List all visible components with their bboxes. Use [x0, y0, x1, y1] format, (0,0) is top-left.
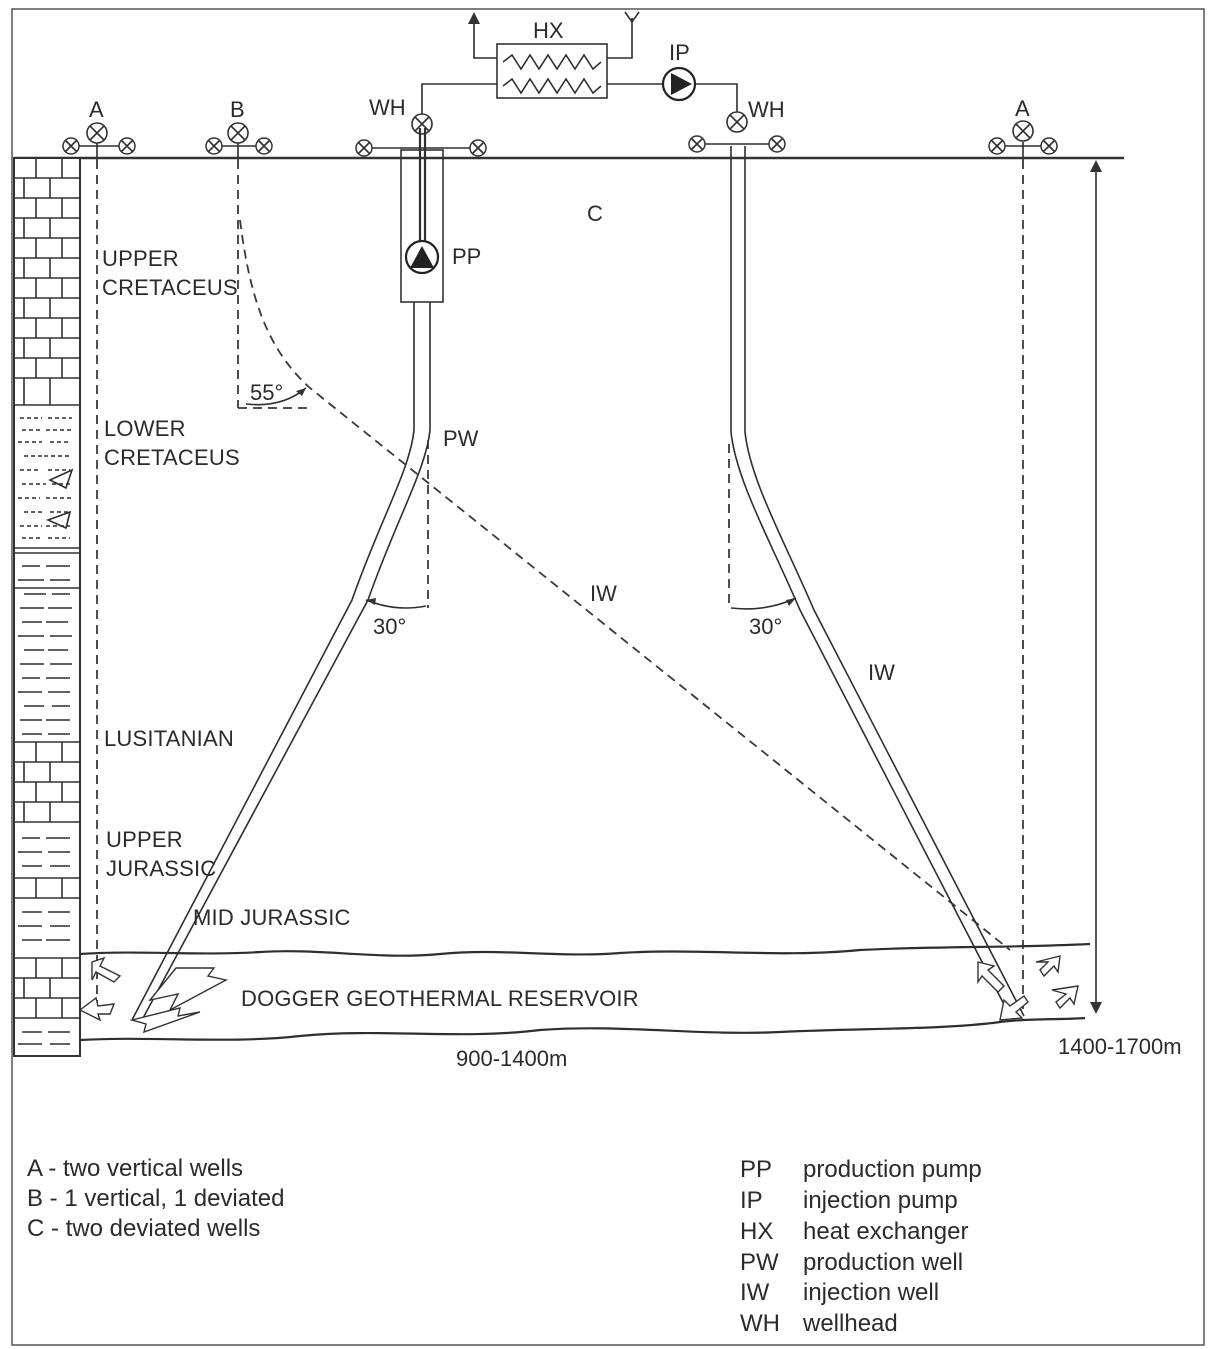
legend-abbr: WH — [740, 1310, 780, 1337]
ip-label: IP — [669, 40, 690, 65]
legend-abbr: IW — [740, 1279, 770, 1306]
injection-well-center-label: IW — [590, 581, 617, 606]
legend-scheme-b: B - 1 vertical, 1 deviated — [27, 1185, 284, 1212]
lower-cretaceous-label-1: LOWER — [104, 416, 186, 441]
legend-text: injection well — [803, 1279, 939, 1306]
legend-abbreviations: PP production pump IP injection pump HX … — [740, 1156, 982, 1337]
depth-range-label: 1400-1700m — [1058, 1034, 1182, 1059]
production-pump-label: PP — [452, 244, 481, 269]
vent-inlet-icon — [624, 11, 640, 24]
legend-text: injection pump — [803, 1187, 958, 1214]
valve-icon — [255, 137, 273, 155]
shale-pattern — [14, 565, 80, 743]
production-pump-icon — [404, 239, 440, 275]
scheme-c-label: C — [587, 201, 603, 226]
wellhead-right-label: WH — [748, 97, 785, 122]
valve-icon — [227, 122, 249, 144]
valve-icon — [1040, 137, 1058, 155]
valve-icon — [768, 135, 786, 153]
angle-30-right-label: 30° — [749, 614, 782, 639]
production-well-label: PW — [443, 426, 479, 451]
valve-icon — [355, 139, 373, 157]
legend-schemes: A - two vertical wells B - 1 vertical, 1… — [27, 1155, 284, 1242]
valve-icon — [726, 111, 748, 133]
wellhead-injection-valves — [688, 111, 786, 153]
valve-icon — [411, 113, 433, 135]
valve-icon — [86, 122, 108, 144]
valve-icon — [205, 137, 223, 155]
legend-scheme-a: A - two vertical wells — [27, 1155, 243, 1182]
valve-icon — [1012, 120, 1034, 142]
limestone-pattern — [14, 742, 80, 1045]
figure-frame — [11, 8, 1205, 1346]
well-a-right-valves — [988, 120, 1058, 160]
stratigraphic-column — [13, 157, 81, 1057]
hx-label: HX — [533, 18, 564, 43]
upper-jurassic-label-1: UPPER — [106, 827, 183, 852]
wellhead-production-valves — [355, 113, 487, 157]
well-b-valves — [205, 122, 273, 160]
lusitanian-label: LUSITANIAN — [104, 726, 234, 751]
well-a-right-label: A — [1015, 96, 1030, 121]
injection-well-right-label: IW — [868, 660, 895, 685]
angle-55-label: 55° — [250, 380, 283, 405]
upper-cretaceous-label-2: CRETACEUS — [102, 275, 238, 300]
well-b-deviated — [239, 219, 1011, 951]
sandstone-pattern — [14, 417, 80, 554]
well-b-label: B — [230, 97, 245, 122]
legend-abbr: PP — [740, 1156, 772, 1183]
reservoir-label: DOGGER GEOTHERMAL RESERVOIR — [241, 986, 639, 1011]
limestone-pattern — [14, 158, 80, 406]
vent-arrow-icon — [468, 12, 480, 24]
injection-pump-icon — [661, 66, 697, 102]
lower-cretaceous-label-2: CRETACEUS — [104, 445, 240, 470]
legend-abbr: HX — [740, 1218, 773, 1245]
mid-jurassic-label: MID JURASSIC — [193, 905, 351, 930]
wellhead-left-label: WH — [369, 95, 406, 120]
upper-jurassic-label-2: JURASSIC — [106, 856, 216, 881]
well-a-left-label: A — [89, 97, 104, 122]
flow-arrows-left — [78, 956, 228, 1034]
flow-arrows-right — [977, 955, 1079, 1021]
angle-30-right-arc — [730, 597, 797, 610]
legend-scheme-c: C - two deviated wells — [27, 1215, 260, 1242]
valve-icon — [62, 137, 80, 155]
valve-icon — [118, 137, 136, 155]
legend-text: production pump — [803, 1156, 982, 1183]
upper-cretaceous-label-1: UPPER — [102, 246, 179, 271]
angle-30-left-label: 30° — [373, 614, 406, 639]
legend-text: wellhead — [802, 1310, 898, 1337]
legend-abbr: PW — [740, 1249, 779, 1276]
reservoir-bottom-boundary — [79, 1016, 1086, 1042]
reservoir-top-boundary — [79, 942, 1091, 957]
valve-icon — [688, 135, 706, 153]
valve-icon — [988, 137, 1006, 155]
legend-text: production well — [803, 1249, 963, 1276]
valve-icon — [469, 139, 487, 157]
heat-exchanger — [496, 43, 608, 99]
production-well-casing — [400, 149, 444, 303]
horizontal-range-label: 900-1400m — [456, 1046, 567, 1071]
legend-abbr: IP — [740, 1187, 763, 1214]
well-a-left-valves — [62, 122, 136, 160]
legend-text: heat exchanger — [803, 1218, 968, 1245]
